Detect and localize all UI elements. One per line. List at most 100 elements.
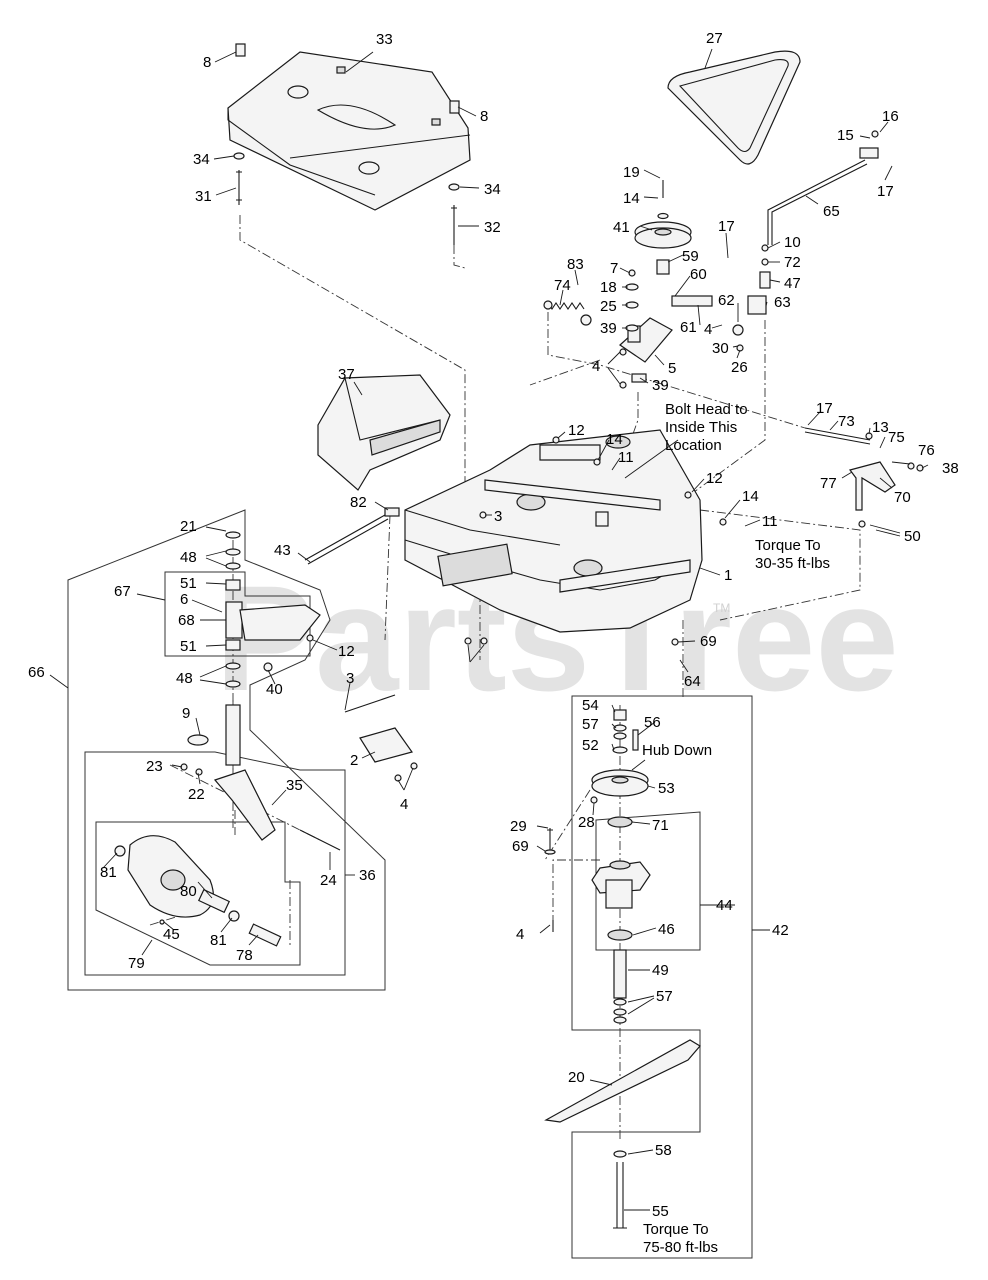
- callout-50: 50: [904, 528, 921, 545]
- callout-26: 26: [731, 359, 748, 376]
- callout-47: 47: [784, 275, 801, 292]
- callout-14: 14: [742, 488, 759, 505]
- clip: [235, 43, 246, 57]
- callout-14: 14: [623, 190, 640, 207]
- callout-27: 27: [706, 30, 723, 47]
- callout-65: 65: [823, 203, 840, 220]
- callout-labels: 8 33 8 34 31 34 32 27 16 15 17 65 19 14 …: [28, 30, 959, 1220]
- callout-11: 11: [618, 449, 634, 466]
- callout-75: 75: [888, 429, 905, 446]
- callout-23: 23: [146, 758, 163, 775]
- callout-14: 14: [606, 431, 623, 448]
- callout-63: 63: [774, 294, 791, 311]
- washer: [233, 152, 245, 160]
- callout-56: 56: [644, 714, 661, 731]
- callout-76: 76: [918, 442, 935, 459]
- callout-71: 71: [652, 817, 669, 834]
- notes: Bolt Head to Inside This Location Torque…: [643, 401, 830, 1256]
- callout-4: 4: [516, 926, 524, 943]
- callout-82: 82: [350, 494, 367, 511]
- callout-46: 46: [658, 921, 675, 938]
- group-box-67: [164, 571, 311, 657]
- callout-31: 31: [195, 188, 212, 205]
- callout-72: 72: [784, 254, 801, 271]
- callout-40: 40: [266, 681, 283, 698]
- callout-17: 17: [877, 183, 894, 200]
- callout-55: 55: [652, 1203, 669, 1220]
- group-box-42: [571, 695, 753, 1259]
- callout-59: 59: [682, 248, 699, 265]
- callout-52: 52: [582, 737, 599, 754]
- spring: [547, 302, 585, 310]
- mower-deck: [404, 429, 703, 633]
- callout-22: 22: [188, 786, 205, 803]
- callout-73: 73: [838, 413, 855, 430]
- callout-12: 12: [568, 422, 585, 439]
- callout-7: 7: [610, 260, 618, 277]
- callout-34: 34: [484, 181, 501, 198]
- callout-39: 39: [652, 377, 669, 394]
- hardware: [159, 244, 924, 925]
- spindle-assembly: [544, 709, 651, 1024]
- group-box-44: [595, 811, 701, 951]
- callout-60: 60: [690, 266, 707, 283]
- callout-10: 10: [784, 234, 801, 251]
- callout-54: 54: [582, 697, 599, 714]
- callout-8: 8: [480, 108, 488, 125]
- clip: [449, 100, 460, 114]
- callout-70: 70: [894, 489, 911, 506]
- callout-2: 2: [350, 752, 358, 769]
- callout-48: 48: [176, 670, 193, 687]
- callout-68: 68: [178, 612, 195, 629]
- callout-74: 74: [554, 277, 571, 294]
- idler-pulley: [634, 221, 692, 249]
- callout-28: 28: [578, 814, 595, 831]
- callout-9: 9: [182, 705, 190, 722]
- callout-3: 3: [346, 670, 354, 687]
- callout-45: 45: [163, 926, 180, 943]
- callout-34: 34: [193, 151, 210, 168]
- callout-78: 78: [236, 947, 253, 964]
- control-rod: [767, 159, 866, 245]
- callout-36: 36: [359, 867, 376, 884]
- callout-42: 42: [772, 922, 789, 939]
- callout-3: 3: [494, 508, 502, 525]
- leader-lines: [49, 48, 929, 1211]
- callout-37: 37: [338, 366, 355, 383]
- note-bolt-head-line1: Bolt Head to: [665, 401, 748, 418]
- belt: [667, 50, 801, 165]
- callout-6: 6: [180, 591, 188, 608]
- callout-69: 69: [512, 838, 529, 855]
- group-box-79: [95, 821, 301, 966]
- callout-57: 57: [656, 988, 673, 1005]
- callout-1: 1: [724, 567, 732, 584]
- note-torque-b-line2: 75-80 ft-lbs: [643, 1239, 718, 1256]
- callout-18: 18: [600, 279, 617, 296]
- callout-51: 51: [180, 575, 197, 592]
- note-torque-b-line1: Torque To: [643, 1221, 709, 1238]
- note-torque-a-line1: Torque To: [755, 537, 821, 554]
- group-box-36: [84, 751, 346, 976]
- callout-58: 58: [655, 1142, 672, 1159]
- callout-51: 51: [180, 638, 197, 655]
- callout-12: 12: [338, 643, 355, 660]
- callout-11: 11: [762, 513, 778, 530]
- callout-81: 81: [210, 932, 227, 949]
- callout-24: 24: [320, 872, 337, 889]
- watermark-trademark: TM: [713, 601, 730, 615]
- callout-69: 69: [700, 633, 717, 650]
- callout-33: 33: [376, 31, 393, 48]
- callout-17: 17: [816, 400, 833, 417]
- bolt: [451, 205, 457, 245]
- callout-16: 16: [882, 108, 899, 125]
- note-hub-down: Hub Down: [642, 742, 712, 759]
- callout-53: 53: [658, 780, 675, 797]
- note-bolt-head-line2: Inside This: [665, 419, 737, 436]
- callout-4: 4: [400, 796, 408, 813]
- bolt: [299, 829, 341, 851]
- note-torque-a-line2: 30-35 ft-lbs: [755, 555, 830, 572]
- mower-blade: [544, 1039, 701, 1123]
- bolt: [236, 170, 242, 205]
- callout-21: 21: [180, 518, 197, 535]
